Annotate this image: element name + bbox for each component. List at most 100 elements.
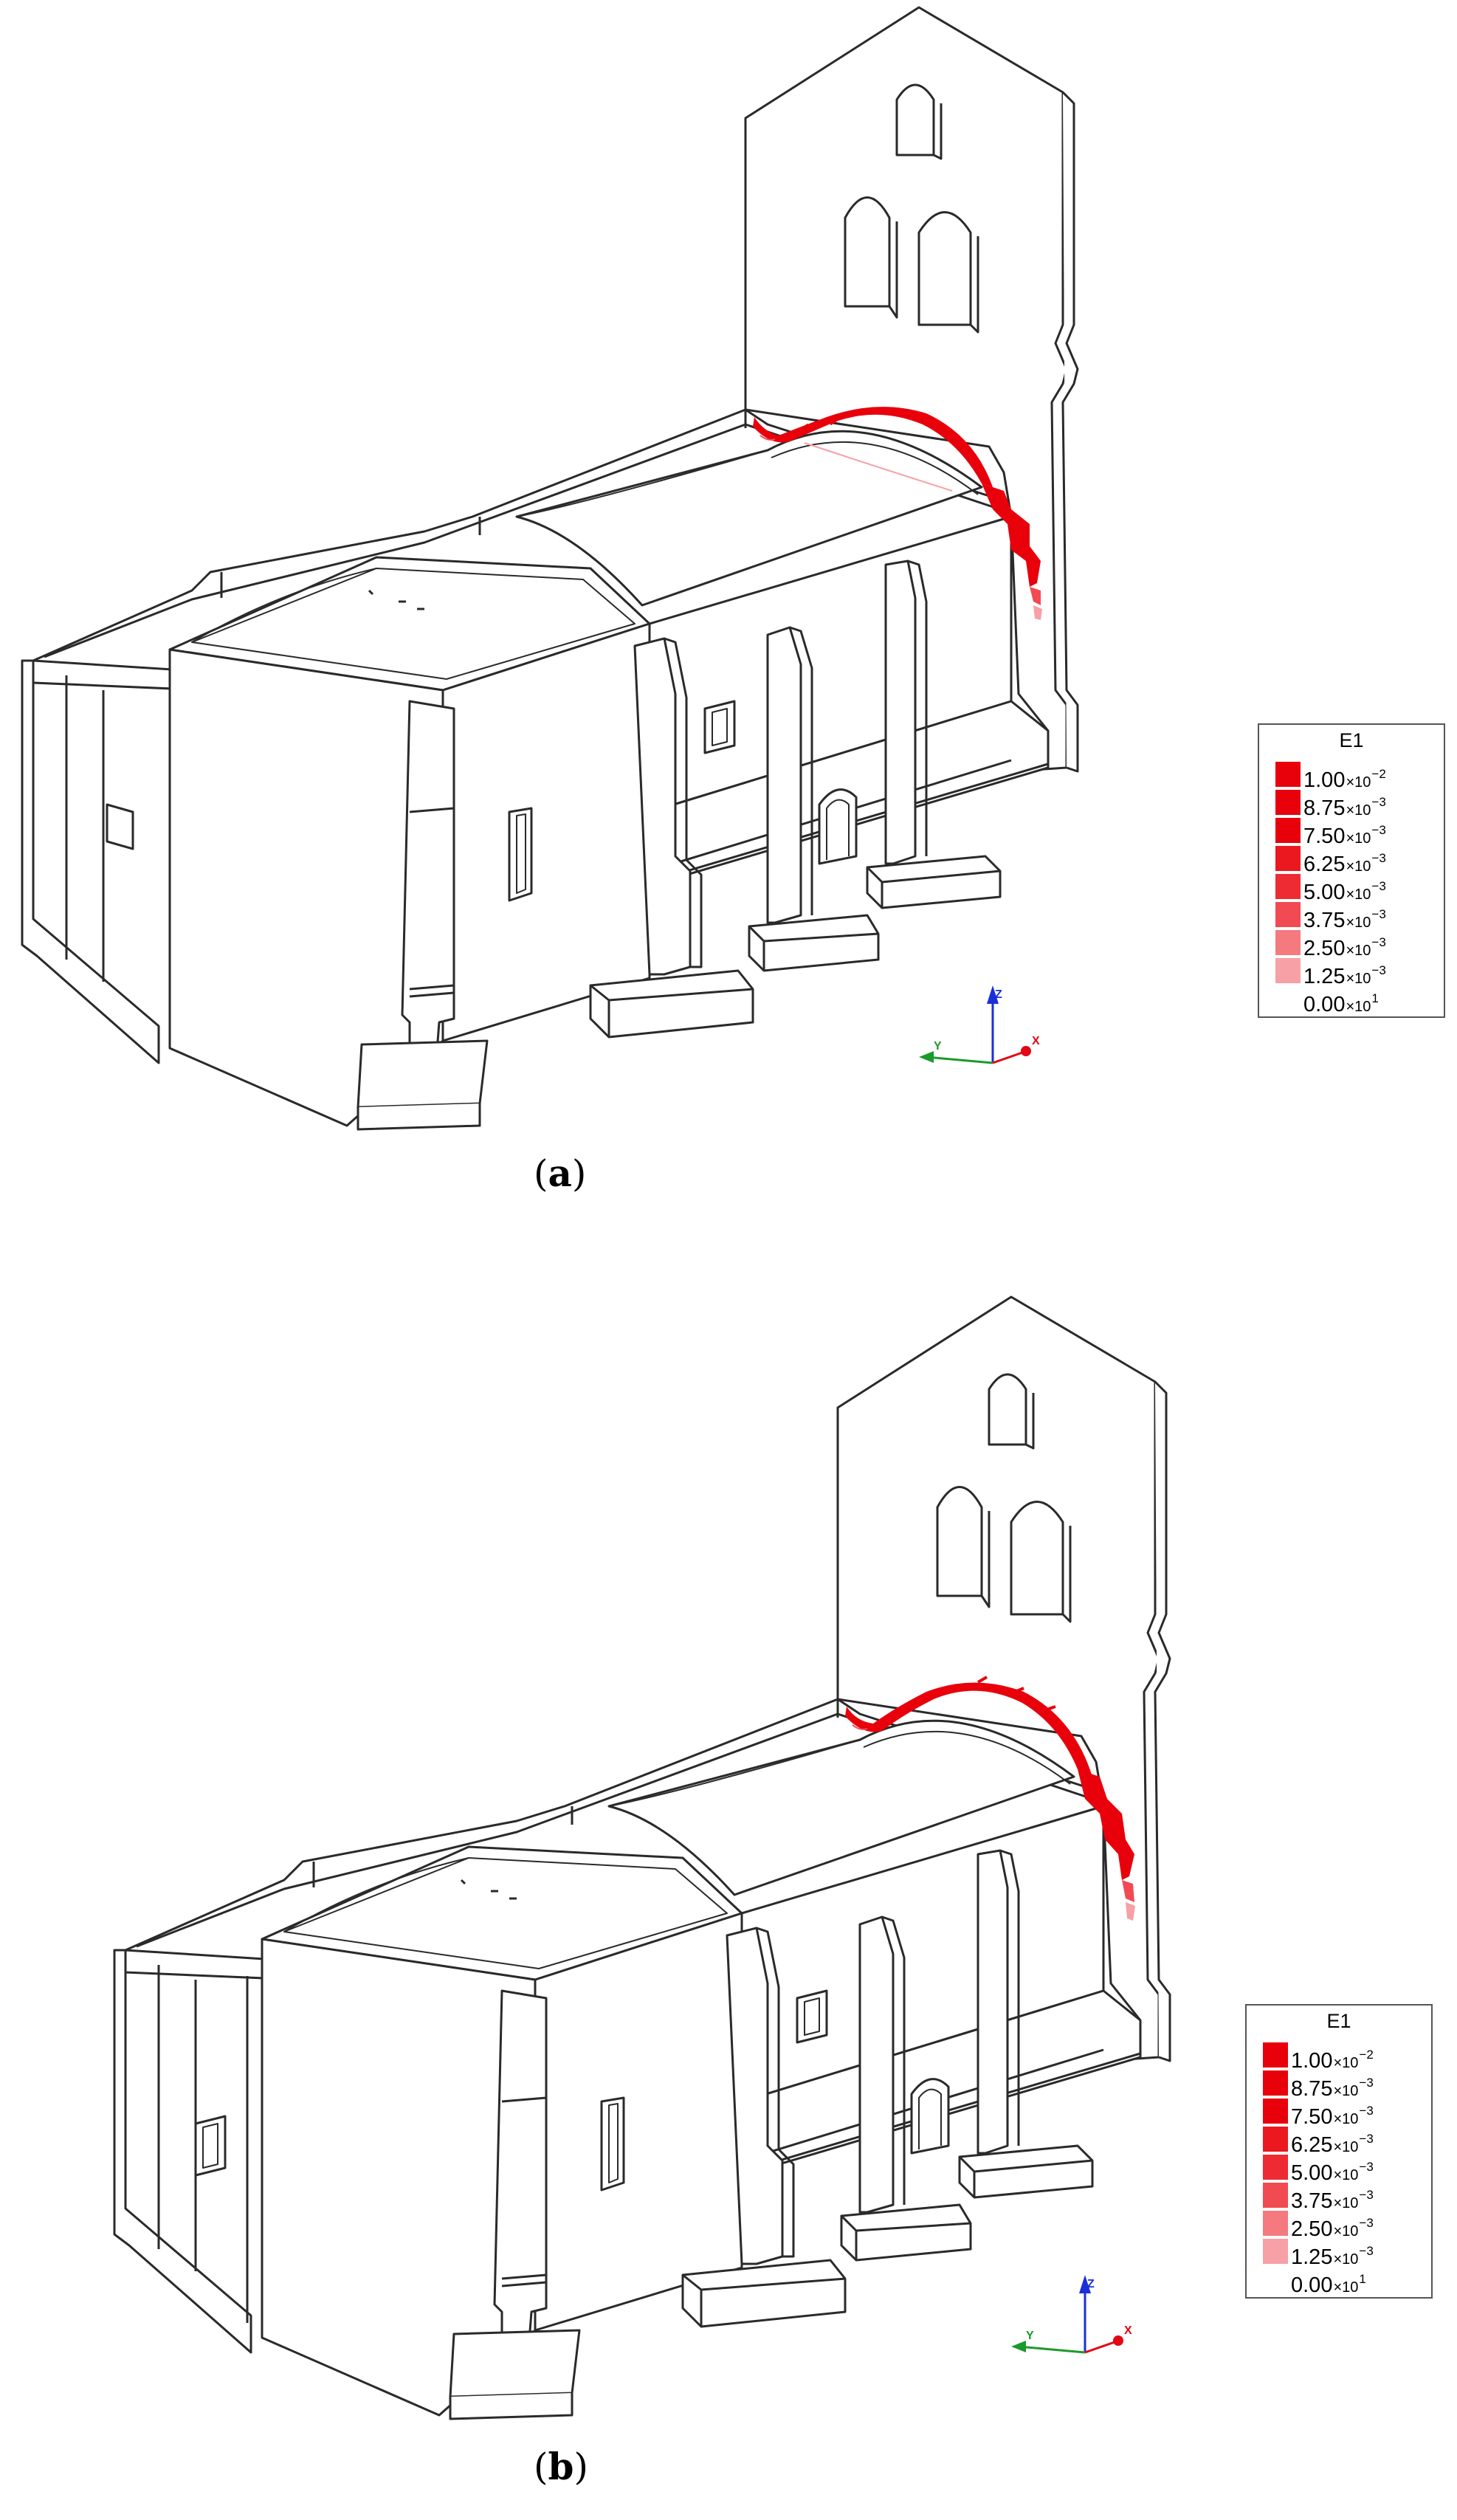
axis-y-label: Y <box>934 1040 942 1053</box>
nave-window <box>796 1989 828 2044</box>
axis-z-label: Z <box>995 988 1002 1001</box>
crack-pattern-b <box>845 1676 1135 1921</box>
legend-value: 7.50 <box>1291 2105 1333 2129</box>
legend-exponent: −3 <box>1359 2104 1374 2118</box>
legend-swatch <box>1263 2099 1288 2124</box>
legend-swatch <box>1263 2211 1288 2236</box>
apse-side-wall <box>441 622 651 1042</box>
legend-value: 2.50 <box>1291 2217 1333 2241</box>
legend-value: 8.75 <box>1303 796 1346 820</box>
legend-swatch <box>1263 2127 1288 2152</box>
bell-gable <box>744 6 1068 773</box>
church-model-a: Z Y X <box>21 6 1079 1131</box>
legend-exponent: −3 <box>1359 2132 1374 2146</box>
legend-swatch <box>1275 958 1301 983</box>
corner-buttress <box>401 700 455 1075</box>
legend-swatch <box>1263 2070 1288 2096</box>
legend-value: 6.25 <box>1303 853 1346 876</box>
buttress-2 <box>858 1915 895 2214</box>
legend-exponent: −3 <box>1371 795 1386 809</box>
legend-exponent: −3 <box>1359 2244 1374 2258</box>
legend-exponent: −3 <box>1371 907 1386 921</box>
bell-gable-side <box>1061 91 1079 773</box>
bell-opening-left <box>936 1486 983 1597</box>
legend-swatch <box>1275 930 1301 955</box>
legend-exponent: −3 <box>1359 2076 1374 2090</box>
legend-value: 1.25 <box>1291 2245 1333 2269</box>
apse-side-wall <box>534 1912 743 2332</box>
chapel-window <box>106 803 134 850</box>
legend-exponent: −3 <box>1371 879 1386 893</box>
nave-door <box>910 2078 950 2155</box>
legend-swatch <box>1275 902 1301 927</box>
legend-value: 0.00 <box>1291 2273 1333 2297</box>
legend-exponent: −3 <box>1371 935 1386 949</box>
buttress-3 <box>976 1849 1009 2155</box>
bell-opening-top <box>988 1373 1027 1446</box>
bell-opening-top <box>895 83 935 156</box>
bell-opening-left <box>844 196 891 308</box>
axis-x-label: X <box>1032 1035 1040 1047</box>
legend-exponent: 1 <box>1371 991 1379 1005</box>
crack-pattern-a <box>753 407 1042 620</box>
legend-value: 7.50 <box>1303 824 1346 848</box>
legend-value: 3.75 <box>1291 2189 1333 2213</box>
nave-door <box>818 788 858 865</box>
axis-x-label: X <box>1124 2324 1132 2337</box>
axis-triad-a: Z Y X <box>919 985 1040 1064</box>
legend-swatch <box>1275 790 1301 815</box>
buttress-3 <box>884 560 917 865</box>
legend-value: 1.25 <box>1303 965 1346 988</box>
legend-exponent: 1 <box>1359 2272 1366 2286</box>
nave-vault <box>607 1719 1075 1896</box>
church-model-b: Z Y X <box>113 1295 1171 2420</box>
legend-swatch <box>1275 874 1301 899</box>
legend-exponent: −2 <box>1371 767 1386 781</box>
buttress-1 <box>726 1927 784 2265</box>
buttress-1 <box>633 637 692 976</box>
legend-swatch <box>1275 818 1301 843</box>
legend-swatch <box>1275 762 1301 787</box>
legend-exponent: −3 <box>1359 2188 1374 2202</box>
axis-y-label: Y <box>1026 2330 1034 2342</box>
side-chapel <box>21 659 160 1064</box>
legend-swatch <box>1263 2239 1288 2264</box>
caption-letter: a <box>548 1151 572 1195</box>
legend-swatch <box>1263 2183 1288 2208</box>
legend-exponent: −3 <box>1359 2160 1374 2174</box>
bell-opening-right <box>1010 1501 1064 1616</box>
legend-value: 1.00 <box>1291 2049 1333 2073</box>
legend-exponent: −3 <box>1371 851 1386 865</box>
legend-value: 5.00 <box>1291 2161 1333 2185</box>
side-chapel <box>113 1949 252 2354</box>
axis-z-label: Z <box>1087 2278 1095 2290</box>
bell-opening-right <box>917 211 972 326</box>
legend-swatch <box>1263 2155 1288 2180</box>
legend-exponent: −3 <box>1371 963 1386 977</box>
legend-value: 0.00 <box>1303 993 1346 1016</box>
corner-buttress <box>493 1989 548 2365</box>
legend-swatch <box>1275 846 1301 871</box>
apse-window <box>600 2096 625 2192</box>
legend-title: E1 <box>1339 729 1364 751</box>
buttress-2 <box>766 626 802 924</box>
legend-value: 6.25 <box>1291 2133 1333 2157</box>
nave-window <box>703 700 736 754</box>
legend-exponent: −3 <box>1371 823 1386 837</box>
legend-value: 5.00 <box>1303 881 1346 904</box>
caption-a: (a) <box>534 1151 587 1195</box>
legend-value: 2.50 <box>1303 937 1346 960</box>
axis-triad-b: Z Y X <box>1011 2275 1132 2354</box>
caption-letter: b <box>548 2445 574 2488</box>
legend-exponent: −3 <box>1359 2216 1374 2230</box>
legend-value: 3.75 <box>1303 909 1346 932</box>
legend-value: 8.75 <box>1291 2077 1333 2101</box>
legend-title: E1 <box>1326 2010 1351 2032</box>
caption-b: (b) <box>534 2445 588 2488</box>
legend-swatch <box>1263 2042 1288 2068</box>
legend-exponent: −2 <box>1359 2048 1374 2062</box>
